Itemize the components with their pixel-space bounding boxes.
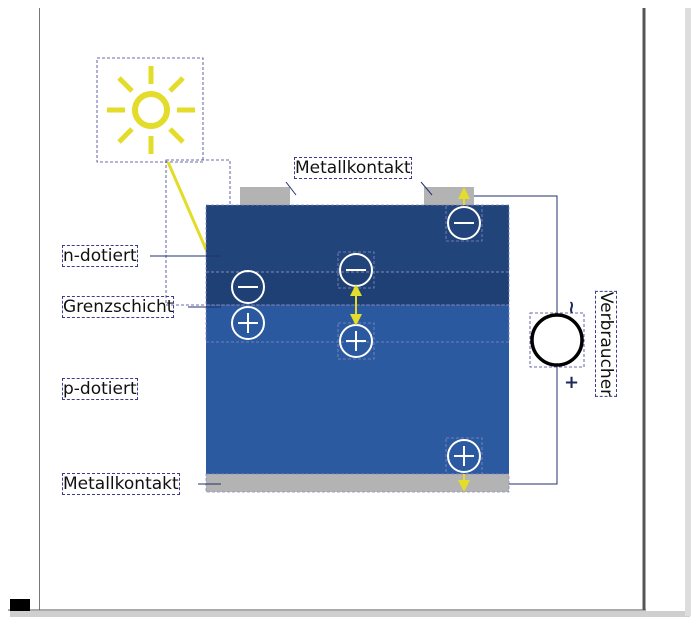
page-shadow-bottom xyxy=(10,611,690,617)
top-metal-contact-left xyxy=(240,187,290,205)
page-corner-marker xyxy=(10,599,30,611)
bottom-metal-contact xyxy=(206,474,509,492)
load-plus-sign: + xyxy=(564,372,579,393)
label-n-dotiert: n-dotiert xyxy=(62,245,138,267)
sun-icon xyxy=(96,57,204,163)
label-leader-lines xyxy=(150,181,433,485)
circle-load-icon xyxy=(530,313,584,367)
load-selection xyxy=(529,312,585,368)
label-verbraucher: Verbraucher xyxy=(595,286,617,402)
page-shadow-right xyxy=(685,8,691,616)
load-minus-sign: ~ xyxy=(561,300,582,315)
n-layer-grenz xyxy=(206,272,509,305)
label-metallkontakt-bottom: Metallkontakt xyxy=(62,473,180,495)
top-metal-contact-right xyxy=(424,187,474,205)
layer-selection-outlines xyxy=(205,204,510,493)
plus-circle-icon xyxy=(231,306,265,340)
label-p-dotiert: p-dotiert xyxy=(62,378,138,400)
label-grenzschicht: Grenzschicht xyxy=(61,296,175,318)
p-layer xyxy=(206,342,509,474)
label-metallkontakt-top: Metallkontakt xyxy=(294,157,412,179)
minus-circle-icon xyxy=(231,270,265,304)
circuit-wire xyxy=(474,195,558,485)
